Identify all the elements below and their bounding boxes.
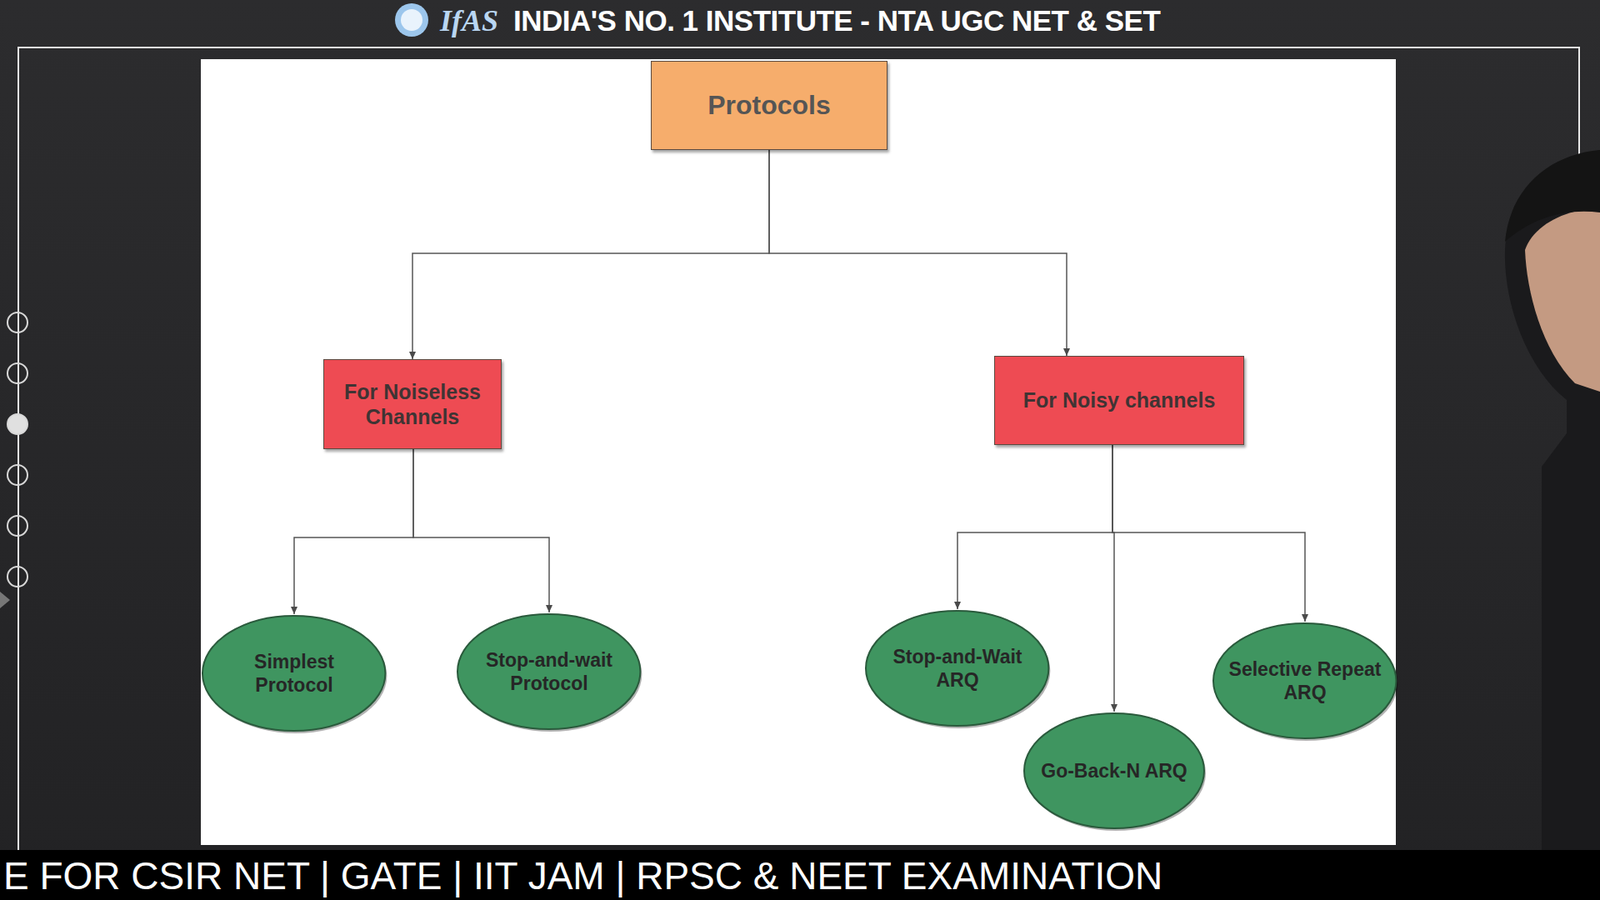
protocol-ellipse: Selective Repeat ARQ [1211,621,1398,740]
category-box: For Noiseless Channels [323,359,502,450]
protocol-ellipse: Go-Back-N ARQ [1022,711,1206,830]
protocol-ellipse: Stop-and-wait Protocol [455,612,642,731]
text-group: Simplest Protocol [216,650,372,697]
logo-text: IfAS [440,3,499,39]
node-label: Stop-and-wait Protocol [471,648,627,695]
node-label: Selective Repeat ARQ [1227,657,1383,705]
protocol-ellipse: Stop-and-Wait ARQ [864,609,1050,728]
text-group: Protocols [707,89,831,122]
node-label: Stop-and-Wait ARQ [880,645,1035,692]
tree-connector [413,449,550,613]
ellipse-outline [1211,621,1398,740]
text-group: Go-Back-N ARQ [1040,759,1188,783]
ellipse-outline [864,609,1050,728]
node-label: Protocols [707,89,831,122]
ellipse-outline [455,612,642,731]
presenter-silhouette [1505,150,1600,850]
tree-connector [1112,445,1305,622]
text-group: For Noiseless Channels [335,379,490,430]
ellipse-outline [200,614,387,733]
header-banner: INDIA'S NO. 1 INSTITUTE - NTA UGC NET & … [513,4,1160,38]
tree-connector [957,445,1113,610]
ticker-text: E FOR CSIR NET | GATE | IIT JAM | RPSC &… [3,853,1163,899]
node-label: For Noiseless Channels [335,379,490,430]
text-group: Stop-and-wait Protocol [471,648,627,695]
slide-background [200,59,1396,845]
category-box: Protocols [650,60,888,150]
node-label: Go-Back-N ARQ [1040,759,1188,783]
tree-connector [769,150,1067,356]
node-label: Simplest Protocol [216,650,372,697]
text-group: Stop-and-Wait ARQ [880,645,1035,692]
category-box: For Noisy channels [994,355,1245,445]
text-group: Selective Repeat ARQ [1227,657,1383,705]
tree-connector [294,449,414,615]
protocol-ellipse: Simplest Protocol [200,614,387,733]
node-label: For Noisy channels [1023,387,1216,414]
text-group: For Noisy channels [1023,387,1216,414]
tree-connector [412,150,770,360]
